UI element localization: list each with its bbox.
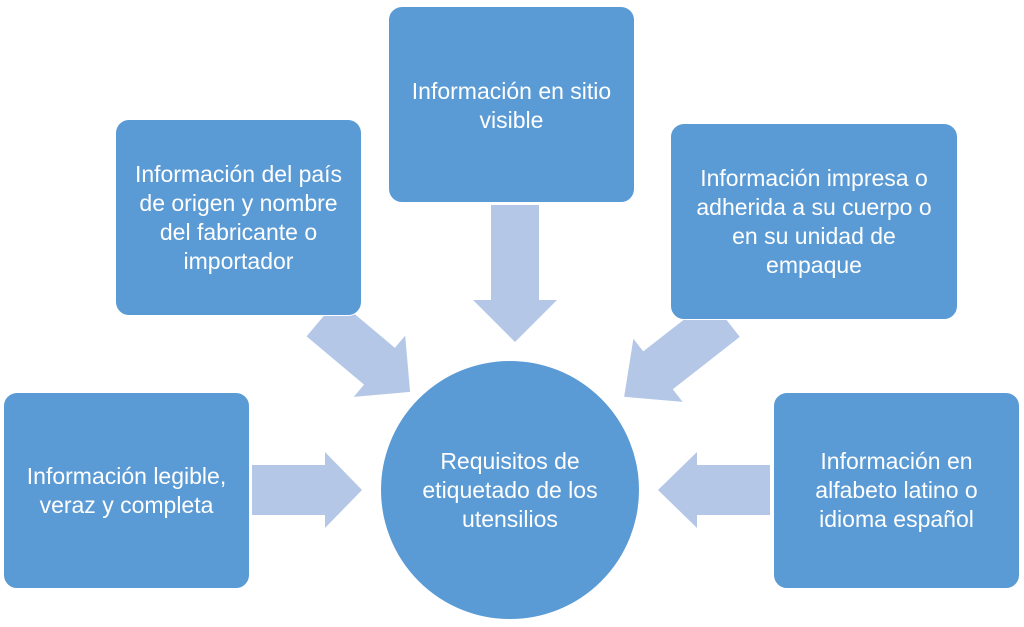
node-legible: Información legible, veraz y completa: [3, 392, 250, 589]
node-origen-fabricante: Información del país de origen y nombre …: [115, 119, 362, 316]
node-label: Información del país de origen y nombre …: [134, 160, 343, 274]
arrow-left-to-center: [252, 452, 362, 528]
node-impresa-adherida: Información impresa o adherida a su cuer…: [670, 123, 958, 320]
center-node: Requisitos de etiquetado de los utensili…: [380, 360, 640, 620]
node-label: Información impresa o adherida a su cuer…: [696, 164, 932, 278]
arrow-topleft-to-center: [306, 299, 411, 397]
center-label: Requisitos de etiquetado de los utensili…: [422, 447, 598, 532]
node-alfabeto-idioma: Información en alfabeto latino o idioma …: [773, 392, 1020, 589]
arrow-topright-to-center: [624, 299, 740, 402]
arrow-top-to-center: [473, 205, 557, 342]
arrow-right-to-center: [658, 452, 770, 528]
node-sitio-visible: Información en sitio visible: [388, 6, 635, 203]
node-label: Información legible, veraz y completa: [26, 462, 227, 518]
node-label: Información en sitio visible: [411, 78, 612, 133]
node-label: Información en alfabeto latino o idioma …: [815, 448, 978, 532]
